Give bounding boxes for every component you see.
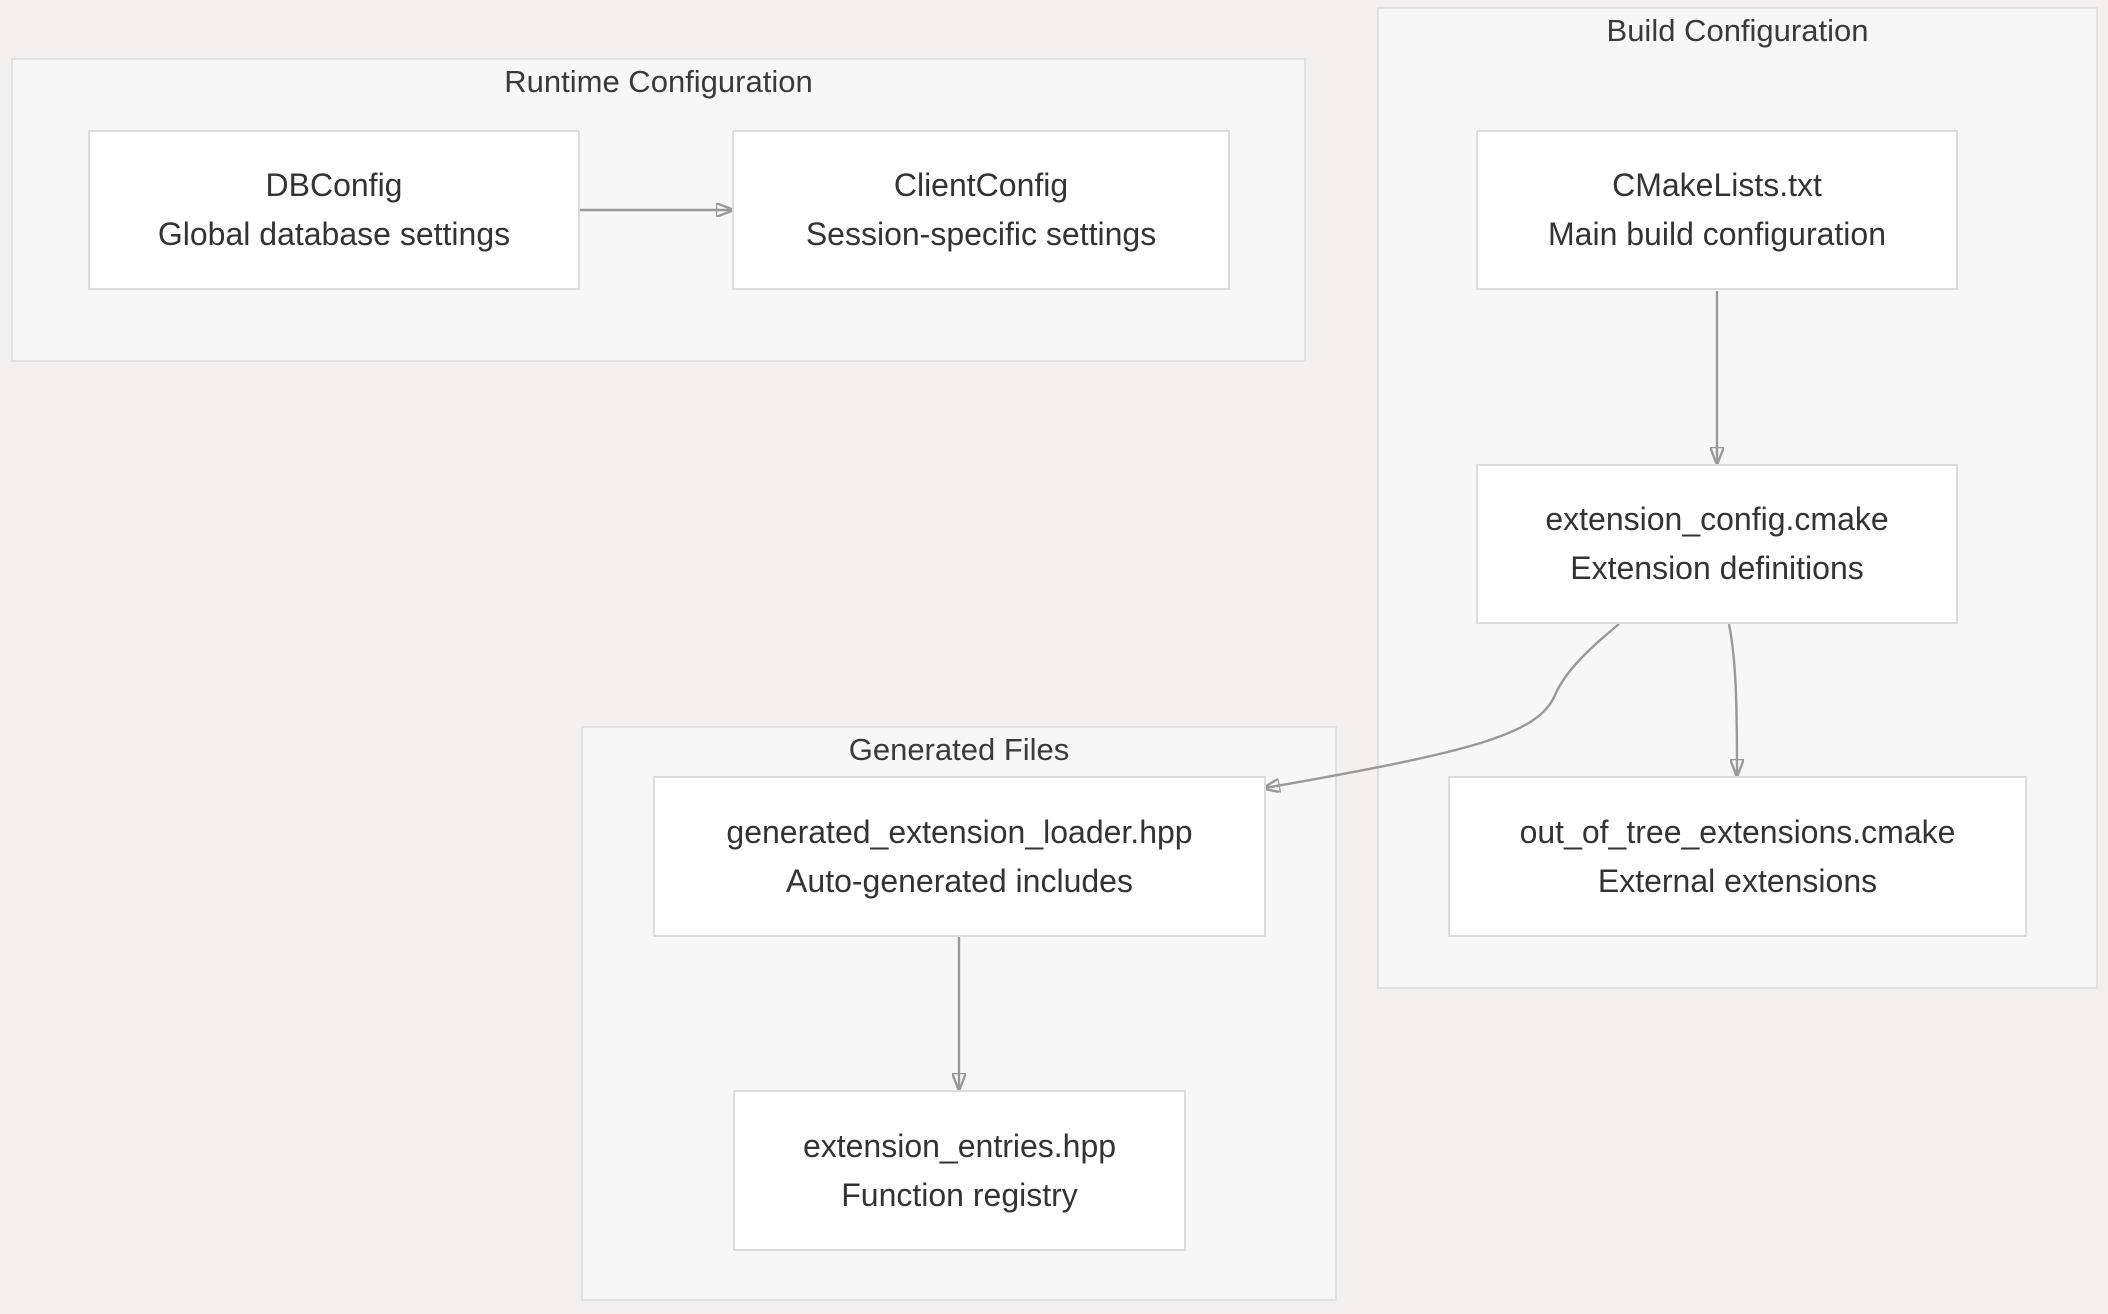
node-cmakelists-name: CMakeLists.txt (1612, 167, 1822, 203)
node-clientconfig-desc: Session-specific settings (805, 216, 1157, 252)
node-out-of-tree-name: out_of_tree_extensions.cmake (1519, 813, 1956, 850)
node-loader-desc: Auto-generated includes (786, 862, 1133, 899)
node-extension-config[interactable]: extension_config.cmake Extension definit… (1476, 464, 1958, 624)
cluster-title-runtime: Runtime Configuration (504, 64, 813, 99)
node-extension-config-name: extension_config.cmake (1545, 501, 1889, 537)
node-dbconfig-name: DBConfig (265, 167, 403, 203)
node-out-of-tree-extensions[interactable]: out_of_tree_extensions.cmake External ex… (1448, 776, 2027, 937)
cluster-title-generated: Generated Files (848, 732, 1070, 767)
node-entries-desc: Function registry (841, 1176, 1078, 1213)
node-loader-name: generated_extension_loader.hpp (726, 813, 1193, 850)
node-clientconfig-name: ClientConfig (893, 167, 1069, 203)
node-dbconfig[interactable]: DBConfig Global database settings (88, 130, 580, 290)
node-cmakelists-desc: Main build configuration (1548, 216, 1886, 252)
node-entries-name: extension_entries.hpp (802, 1127, 1117, 1164)
node-dbconfig-desc: Global database settings (157, 216, 511, 252)
node-out-of-tree-desc: External extensions (1597, 862, 1878, 899)
node-extension-config-desc: Extension definitions (1570, 550, 1864, 586)
node-clientconfig[interactable]: ClientConfig Session-specific settings (732, 130, 1230, 290)
cluster-title-build: Build Configuration (1606, 13, 1869, 48)
node-cmakelists[interactable]: CMakeLists.txt Main build configuration (1476, 130, 1958, 290)
node-generated-extension-loader[interactable]: generated_extension_loader.hpp Auto-gene… (653, 776, 1266, 937)
node-extension-entries[interactable]: extension_entries.hpp Function registry (733, 1090, 1186, 1251)
